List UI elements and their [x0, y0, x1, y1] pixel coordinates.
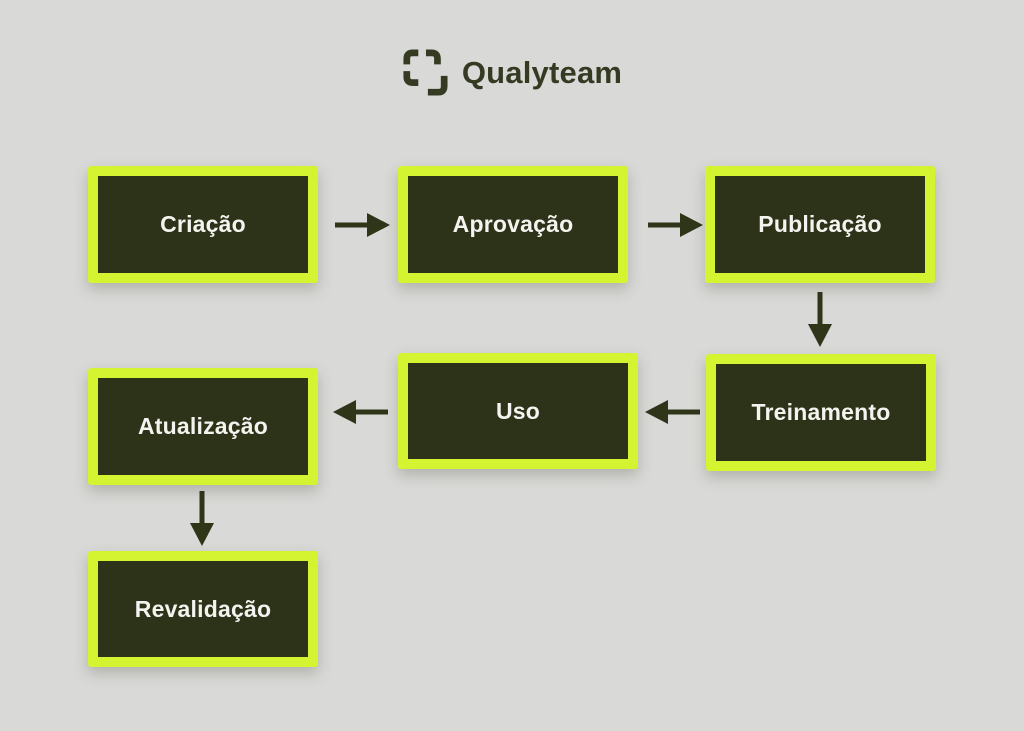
- flow-node-label: Revalidação: [134, 595, 272, 622]
- flow-node-label: Uso: [495, 397, 541, 424]
- arrow-left-icon: [644, 398, 702, 426]
- flow-node-label: Publicação: [758, 211, 882, 237]
- viewfinder-brackets-icon: [402, 48, 448, 98]
- logo: Qualyteam: [0, 48, 1024, 98]
- flow-node-uso: Uso: [398, 353, 638, 469]
- arrow-down-icon: [806, 290, 834, 348]
- logo-text: Qualyteam: [461, 55, 623, 90]
- flow-node-treinamento: Treinamento: [706, 354, 936, 471]
- flow-node-label: Atualização: [137, 413, 268, 439]
- arrow-right-icon: [333, 211, 391, 239]
- flow-node-label: Criação: [160, 211, 246, 237]
- flow-node-label: Aprovação: [452, 211, 574, 237]
- flow-node-aprovacao: Aprovação: [398, 166, 628, 283]
- flow-node-label: Treinamento: [751, 399, 891, 425]
- arrow-left-icon: [332, 398, 390, 426]
- flow-node-revalidacao: Revalidação: [88, 551, 318, 667]
- arrow-right-icon: [646, 211, 704, 239]
- flow-node-criacao: Criação: [88, 166, 318, 283]
- flow-node-publicacao: Publicação: [705, 166, 935, 283]
- flow-node-atualizacao: Atualização: [88, 368, 318, 485]
- arrow-down-icon: [188, 489, 216, 547]
